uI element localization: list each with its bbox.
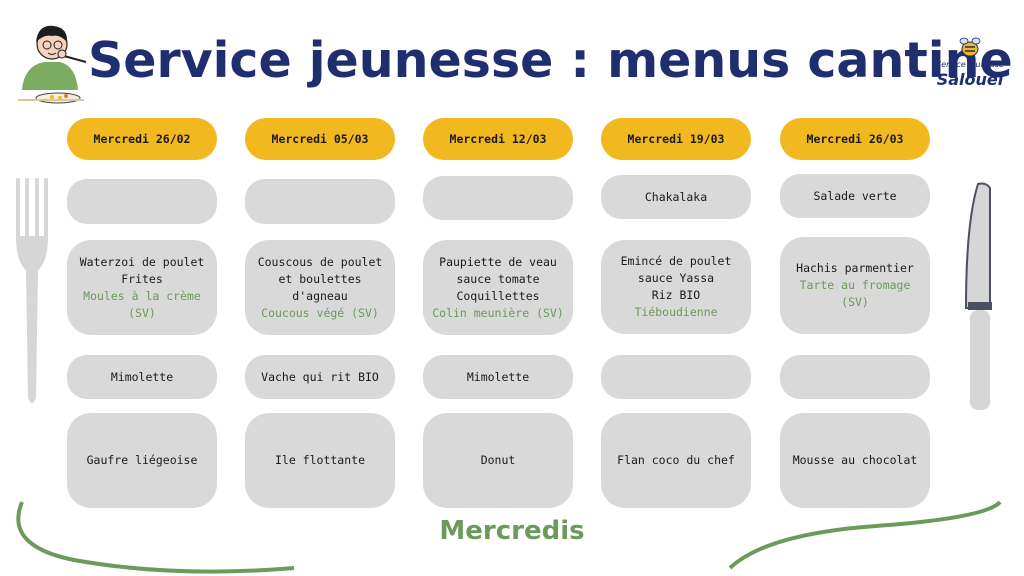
veg-option-line: Tiéboudienne <box>634 305 718 319</box>
dessert-card: Mousse au chocolat <box>780 413 930 508</box>
dessert-label: Flan coco du chef <box>617 453 735 467</box>
veg-option-line: Tarte au fromage (SV) <box>799 278 911 309</box>
left-swoosh <box>16 501 295 574</box>
child-eating-icon <box>18 25 87 104</box>
date-label: Mercredi 26/02 <box>93 131 191 146</box>
main-dish-line: Waterzoi de poulet <box>79 254 205 269</box>
cheese-label: Vache qui rit BIO <box>261 369 379 384</box>
bee-icon <box>959 37 981 57</box>
starter-card <box>423 176 573 220</box>
main-dish-line: Frites <box>121 271 163 286</box>
cheese-card: Mimolette <box>423 355 573 399</box>
veg-option-line: Moules à la crème (SV) <box>83 288 201 320</box>
main-dish-line: Riz BIO <box>651 288 701 302</box>
starter-card: Chakalaka <box>601 175 751 219</box>
main-card: Couscous de poulet et boulettes d'agneau… <box>245 240 395 335</box>
page-title: Service jeunesse : menus cantine <box>88 32 1013 89</box>
cheese-card: Mimolette <box>67 355 217 399</box>
right-swoosh <box>728 500 1002 570</box>
starter-card: Salade verte <box>780 174 930 218</box>
date-label: Mercredi 12/03 <box>449 131 547 146</box>
dessert-label: Ile flottante <box>274 453 365 467</box>
cheese-card: Vache qui rit BIO <box>245 355 395 399</box>
dessert-card: Gaufre liégeoise <box>67 413 217 508</box>
fork-icon <box>16 178 48 403</box>
footer-label: Mercredis <box>439 516 585 546</box>
main-dish-line: Hachis parmentier <box>796 261 914 275</box>
main-dish-line: Couscous de poulet et boulettes d'agneau <box>257 254 383 303</box>
date-label: Mercredi 26/03 <box>806 131 904 146</box>
main-dish-line: Coquillettes <box>456 288 540 303</box>
starter-card <box>67 179 217 224</box>
knife-icon <box>964 182 992 410</box>
main-dish-line: Emincé de poulet sauce Yassa <box>620 254 732 285</box>
starter-card <box>245 179 395 224</box>
date-pill: Mercredi 05/03 <box>245 118 395 160</box>
cheese-card <box>780 355 930 399</box>
starter-label: Salade verte <box>813 188 897 203</box>
date-label: Mercredi 19/03 <box>627 131 725 146</box>
date-pill: Mercredi 12/03 <box>423 118 573 160</box>
dessert-card: Flan coco du chef <box>601 413 751 508</box>
cheese-label: Mimolette <box>110 369 174 384</box>
dessert-label: Mousse au chocolat <box>792 453 918 467</box>
cheese-label: Mimolette <box>466 369 530 384</box>
veg-option-line: Colin meunière (SV) <box>432 305 564 320</box>
date-pill: Mercredi 26/02 <box>67 118 217 160</box>
veg-option-line: Coucous végé (SV) <box>261 305 379 320</box>
main-dish-line: Paupiette de veau sauce tomate <box>439 254 557 286</box>
date-label: Mercredi 05/03 <box>271 131 369 146</box>
logo-line1: Service Jeunesse <box>936 60 1004 69</box>
cheese-card <box>601 355 751 399</box>
date-pill: Mercredi 26/03 <box>780 118 930 160</box>
logo: Service Jeunesse Salouël <box>934 36 1006 96</box>
date-pill: Mercredi 19/03 <box>601 118 751 160</box>
starter-label: Chakalaka <box>644 189 708 204</box>
logo-line2: Salouël <box>936 70 1004 89</box>
dessert-label: Gaufre liégeoise <box>86 453 198 467</box>
dessert-label: Donut <box>480 453 516 467</box>
dessert-card: Donut <box>423 413 573 508</box>
dessert-card: Ile flottante <box>245 413 395 508</box>
